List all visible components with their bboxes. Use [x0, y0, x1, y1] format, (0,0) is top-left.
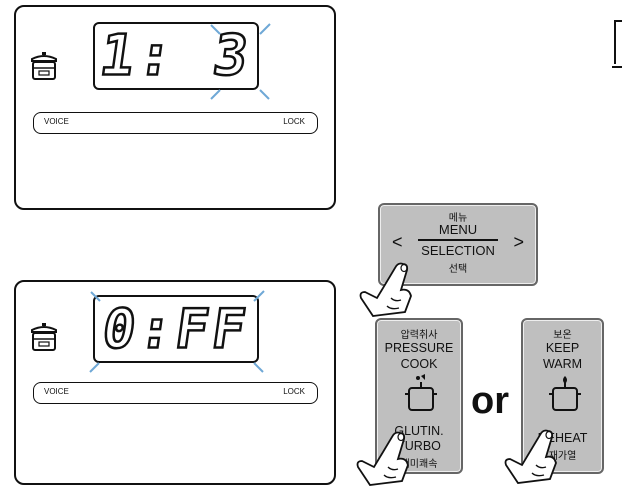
menu-korean-label: 메뉴: [448, 213, 468, 224]
pressure-label: PRESSURE: [384, 341, 454, 355]
keep-warm-korean-label: 보온: [553, 330, 572, 341]
display-panel-bottom: 0:FF VOICE LOCK: [14, 280, 336, 485]
keep-warm-button[interactable]: 보온 KEEP WARM REHEAT 재가열: [521, 318, 604, 474]
glutin-label: GLUTIN.: [394, 424, 444, 438]
left-arrow-icon[interactable]: <: [392, 232, 403, 252]
right-arrow-icon[interactable]: >: [513, 232, 524, 252]
status-bar: VOICE LOCK: [33, 112, 318, 134]
menu-label: MENU: [438, 222, 478, 237]
warm-label: WARM: [542, 357, 583, 371]
pot-icon: [405, 374, 437, 411]
menu-selection-button[interactable]: 메뉴 MENU SELECTION 선택 < >: [378, 203, 538, 286]
lock-label: LOCK: [283, 117, 305, 126]
rice-cooker-icon: [31, 323, 57, 351]
or-text: or: [471, 380, 509, 422]
highlight-marks: [89, 290, 265, 373]
lock-label: LOCK: [283, 387, 305, 396]
pressure-cook-button[interactable]: 압력취사 PRESSURE COOK GLUTIN. TURBO 백미쾌속: [375, 318, 463, 474]
status-bar: VOICE LOCK: [33, 382, 318, 404]
cook-label: COOK: [400, 357, 438, 371]
selection-korean-label: 선택: [448, 264, 468, 275]
highlight-marks: [210, 23, 271, 100]
menu-divider: [418, 239, 498, 241]
voice-label: VOICE: [44, 117, 69, 126]
pointing-hand-icon: [356, 431, 409, 486]
pointing-hand-icon: [504, 429, 557, 484]
pot-icon: [549, 376, 581, 411]
voice-label: VOICE: [44, 387, 69, 396]
turbo-korean-label: 백미쾌속: [400, 459, 438, 470]
keep-label: KEEP: [545, 341, 580, 355]
display-panel-top: 1: 3 VOICE LOCK: [14, 5, 336, 210]
cropped-line: [612, 66, 622, 68]
pressure-korean-label: 압력취사: [400, 330, 438, 341]
lcd-display: 1: 3: [93, 22, 259, 90]
rice-cooker-icon: [31, 52, 57, 80]
lcd-display: 0:FF: [93, 295, 259, 363]
cropped-panel-edge: [614, 20, 622, 64]
pointing-hand-icon: [359, 262, 412, 317]
turbo-label: TURBO: [397, 439, 441, 453]
selection-label: SELECTION: [421, 243, 495, 258]
reheat-korean-label: 재가열: [548, 451, 577, 462]
